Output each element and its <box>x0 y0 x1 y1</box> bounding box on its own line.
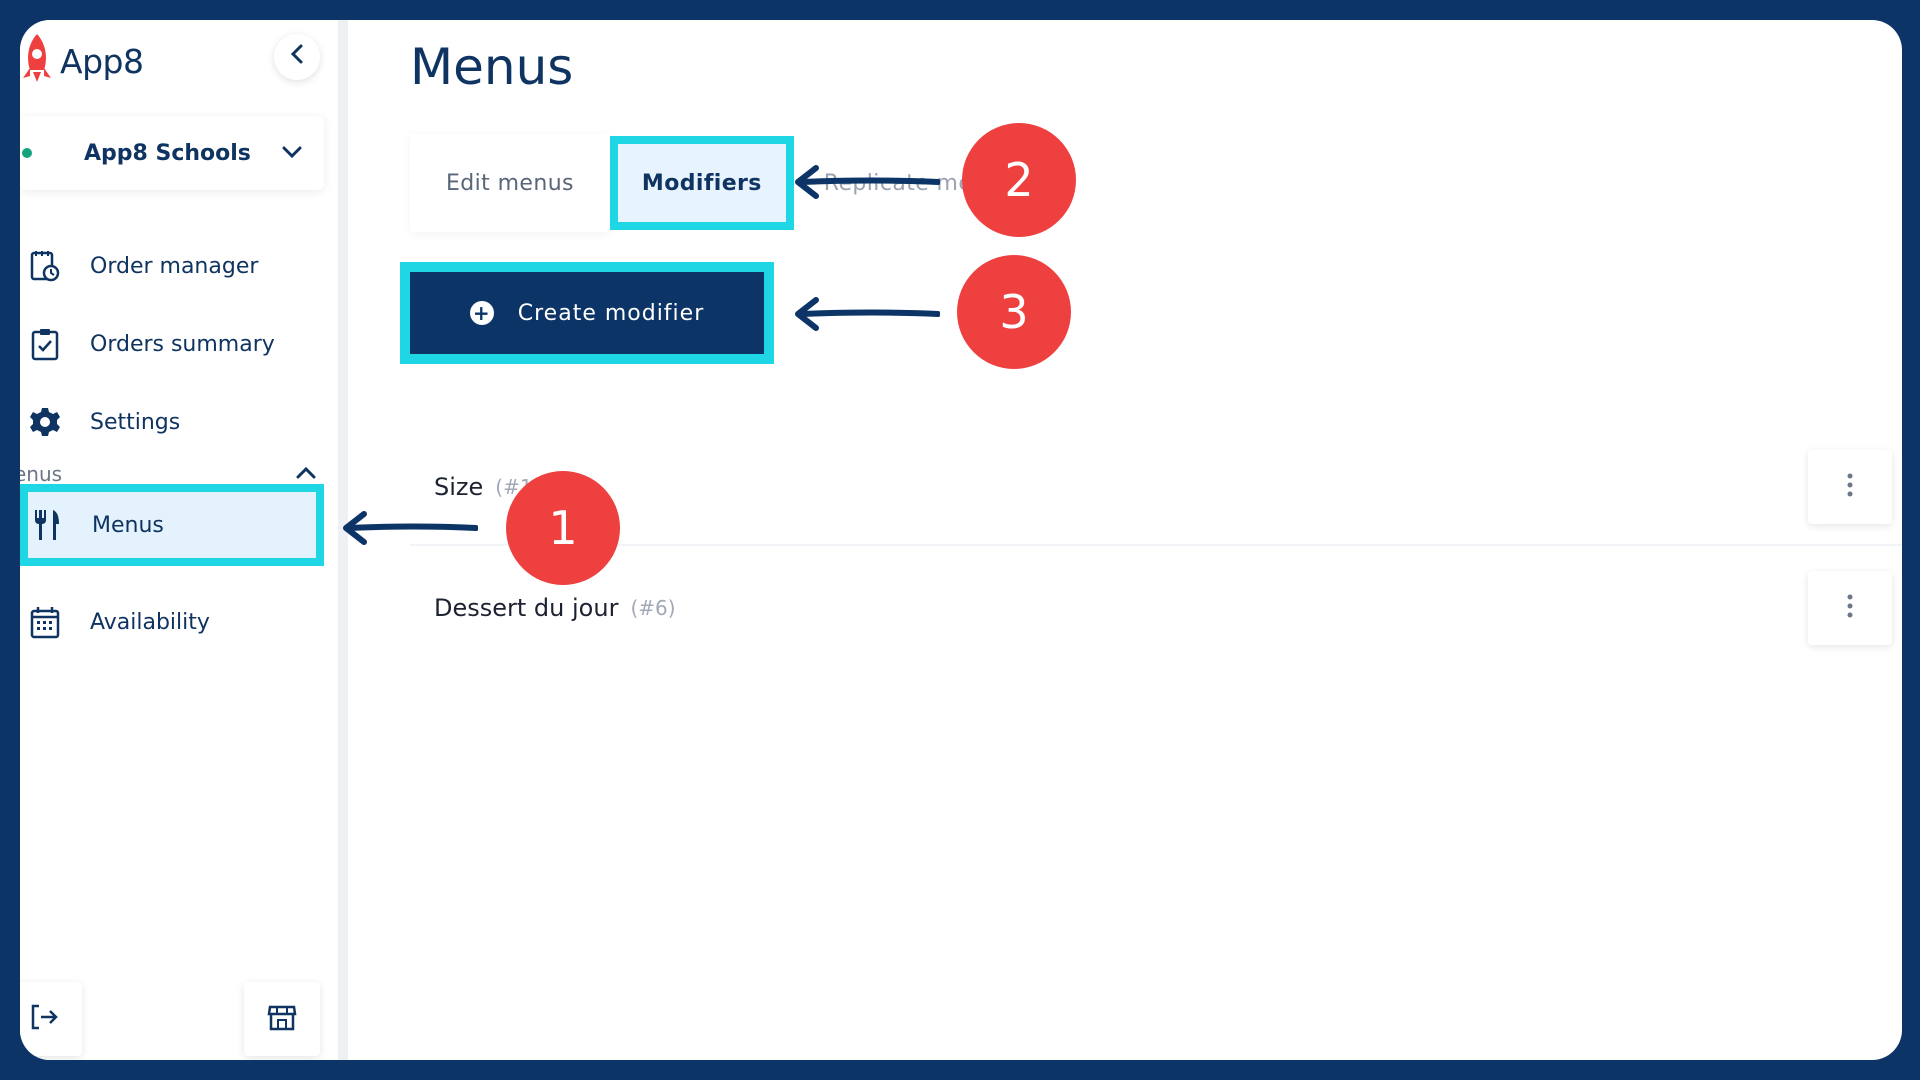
app-logo[interactable]: App8 <box>20 32 144 90</box>
chevron-up-icon <box>296 465 316 484</box>
sidebar-section-menus[interactable]: enus <box>20 454 326 494</box>
sidebar-item-label: Settings <box>90 409 181 435</box>
main-content: Menus Edit menus Modifiers Replicate me … <box>358 20 1902 1060</box>
sidebar-item-label: Order manager <box>90 253 259 279</box>
kebab-icon <box>1847 473 1853 501</box>
sidebar-item-availability[interactable]: Availability <box>28 594 328 650</box>
app-window: App8 App8 Schools Order manager Orders <box>20 20 1902 1060</box>
status-dot <box>22 148 32 158</box>
order-manager-icon <box>28 249 62 283</box>
modifier-id: (#6) <box>630 596 676 620</box>
callout-step-3: 3 <box>957 255 1071 369</box>
org-name: App8 Schools <box>84 140 251 166</box>
create-modifier-button[interactable]: + Create modifier <box>410 272 764 354</box>
callout-step-1: 1 <box>506 471 620 585</box>
callout-step-2: 2 <box>962 123 1076 237</box>
list-item[interactable]: Dessert du jour (#6) <box>410 550 1902 666</box>
plus-circle-icon: + <box>469 301 494 325</box>
app-name: App8 <box>60 41 144 81</box>
gear-icon <box>28 405 62 439</box>
sidebar-item-label: Menus <box>92 512 164 538</box>
chevron-left-icon <box>290 44 304 70</box>
org-selector[interactable]: App8 Schools <box>20 116 324 190</box>
rocket-logo-icon <box>20 32 54 90</box>
create-modifier-label: Create modifier <box>517 300 705 326</box>
sidebar-item-menus[interactable]: Menus <box>20 484 324 566</box>
fork-knife-icon <box>30 508 64 542</box>
sidebar-item-label: Orders summary <box>90 331 275 357</box>
logout-icon <box>29 1004 59 1034</box>
store-button[interactable] <box>244 982 320 1056</box>
store-icon <box>267 1003 297 1035</box>
sidebar-item-order-manager[interactable]: Order manager <box>28 238 328 294</box>
section-label: enus <box>20 462 63 486</box>
sidebar-item-orders-summary[interactable]: Orders summary <box>28 316 328 372</box>
modifier-name: Size <box>434 473 484 501</box>
sidebar-item-label: Availability <box>90 609 210 635</box>
create-modifier-highlight: + Create modifier <box>400 262 774 364</box>
arrow-left-icon <box>795 297 940 331</box>
more-options-button[interactable] <box>1808 571 1892 645</box>
collapse-sidebar-button[interactable] <box>274 34 320 80</box>
page-title: Menus <box>410 38 574 96</box>
more-options-button[interactable] <box>1808 450 1892 524</box>
chevron-down-icon <box>282 144 302 163</box>
arrow-left-icon <box>795 165 940 199</box>
calendar-icon <box>28 605 62 639</box>
sidebar-item-settings[interactable]: Settings <box>28 394 328 450</box>
clipboard-check-icon <box>28 327 62 361</box>
tab-edit-menus[interactable]: Edit menus <box>410 134 610 232</box>
arrow-left-icon <box>343 511 478 545</box>
modifier-name: Dessert du jour <box>434 594 619 622</box>
tab-modifiers[interactable]: Modifiers <box>609 136 794 230</box>
sidebar: App8 App8 Schools Order manager Orders <box>20 20 348 1060</box>
list-item[interactable]: Size (#11) <box>410 430 1902 546</box>
kebab-icon <box>1847 594 1853 622</box>
logout-button[interactable] <box>20 982 82 1056</box>
